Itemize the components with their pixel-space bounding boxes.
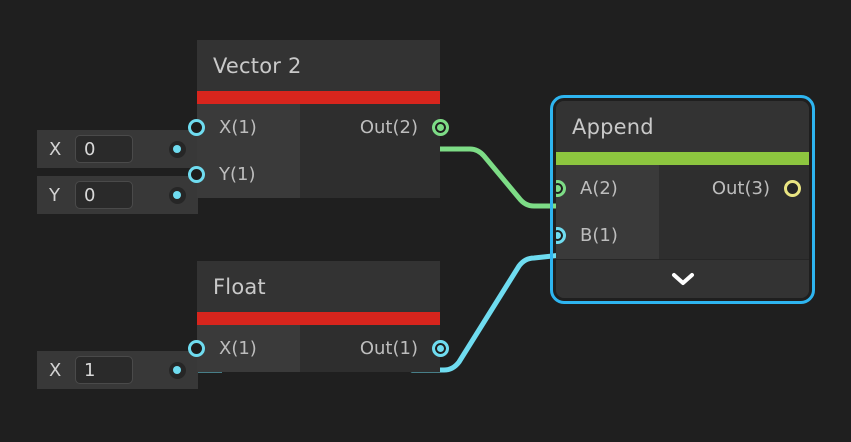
value-widget-vector2-y[interactable]: Y	[37, 176, 198, 214]
output-port-icon[interactable]	[432, 119, 449, 136]
port-row-b1[interactable]: B(1)	[556, 212, 659, 259]
port-row-x1[interactable]: X(1)	[188, 104, 300, 151]
port-row-out1[interactable]: Out(1)	[300, 325, 449, 372]
output-port-icon[interactable]	[432, 340, 449, 357]
widget-connector-dot[interactable]	[156, 140, 198, 158]
output-port-column: Out(1)	[300, 325, 449, 372]
float-x-input[interactable]	[75, 356, 133, 384]
chevron-down-icon	[671, 273, 694, 285]
input-port-icon[interactable]	[188, 340, 205, 357]
port-row-x1[interactable]: X(1)	[188, 325, 300, 372]
port-row-spacer	[659, 212, 809, 259]
node-title: Vector 2	[197, 40, 440, 91]
port-label: Out(2)	[359, 117, 418, 138]
widget-connector-dot[interactable]	[156, 186, 198, 204]
node-body: A(2) B(1) Out(3)	[556, 165, 809, 259]
output-port-column: Out(2)	[300, 104, 449, 198]
vector2-x-input[interactable]	[75, 135, 133, 163]
node-append[interactable]: Append A(2) B(1) Out(3)	[550, 95, 815, 304]
input-port-icon[interactable]	[556, 180, 566, 197]
widget-connector-dot[interactable]	[156, 361, 198, 379]
input-port-column: A(2) B(1)	[556, 165, 659, 259]
port-label: X(1)	[219, 338, 257, 359]
value-widget-float-x[interactable]: X	[37, 351, 198, 389]
value-widget-vector2-x[interactable]: X	[37, 130, 198, 168]
vector2-y-input[interactable]	[75, 181, 133, 209]
port-row-out2[interactable]: Out(2)	[300, 104, 449, 151]
input-port-column: X(1)	[188, 325, 300, 372]
input-port-icon[interactable]	[556, 227, 566, 244]
widget-label: X	[49, 359, 62, 381]
node-body: X(1) Y(1) Out(2)	[188, 104, 449, 198]
port-label: X(1)	[219, 117, 257, 138]
input-port-icon[interactable]	[188, 166, 205, 183]
output-port-icon[interactable]	[784, 180, 801, 197]
node-vector2[interactable]: Vector 2 X(1) Y(1) Out(2)	[188, 40, 449, 198]
port-label: Y(1)	[219, 164, 256, 185]
node-expander-toggle[interactable]	[556, 259, 809, 298]
port-label: A(2)	[580, 178, 618, 199]
node-title: Float	[197, 261, 440, 312]
node-float[interactable]: Float X(1) Out(1)	[188, 261, 449, 372]
widget-label: X	[49, 138, 62, 160]
port-label: B(1)	[580, 225, 618, 246]
port-row-a2[interactable]: A(2)	[556, 165, 659, 212]
node-title: Append	[556, 101, 809, 152]
node-accent-bar	[556, 152, 809, 165]
input-port-icon[interactable]	[188, 119, 205, 136]
input-port-column: X(1) Y(1)	[188, 104, 300, 198]
node-body: X(1) Out(1)	[188, 325, 449, 372]
port-label: Out(3)	[711, 178, 770, 199]
widget-label: Y	[49, 184, 60, 206]
node-accent-bar	[197, 312, 440, 325]
port-row-y1[interactable]: Y(1)	[188, 151, 300, 198]
node-accent-bar	[197, 91, 440, 104]
port-row-spacer	[300, 151, 440, 198]
port-row-out3[interactable]: Out(3)	[659, 165, 809, 212]
port-label: Out(1)	[359, 338, 418, 359]
output-port-column: Out(3)	[659, 165, 809, 259]
